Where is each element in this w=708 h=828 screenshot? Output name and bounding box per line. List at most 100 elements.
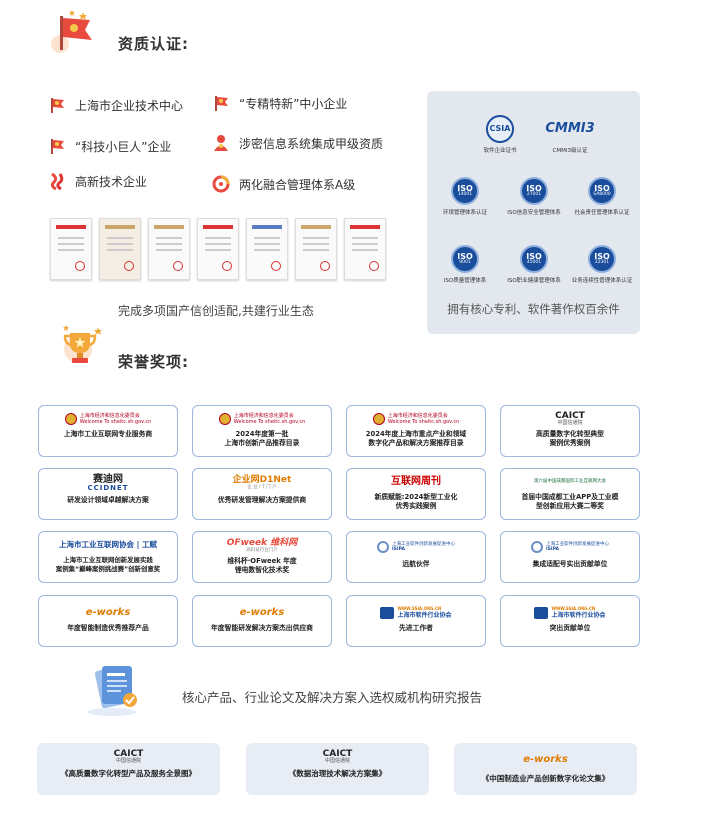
cert-csia: CSIA 软件企业证书: [465, 115, 535, 154]
cert-label: CMMI3级认证: [552, 148, 588, 154]
qual-item-label: 涉密信息系统集成甲级资质: [239, 136, 384, 151]
certificate-image: [99, 218, 141, 280]
d1net-logo-icon: 企业网D1Net: [232, 475, 292, 486]
report-title: 《数据治理技术解决方案集》: [288, 769, 387, 778]
award-text: 优秀研发管理解决方案提供商: [217, 496, 307, 504]
csia-badge-icon: CSIA: [486, 115, 514, 143]
cmmi-logo-icon: CMMI3: [545, 121, 595, 136]
certificate-gallery: [50, 218, 386, 280]
award-card: OFweek 维科网高科技行业门户 维科杯·OFweek 年度 锂电数智化技术奖: [192, 531, 332, 583]
flag-icon: [212, 94, 230, 112]
ccidnet-logo-icon: 赛迪网: [93, 474, 123, 486]
award-text: 新质赋能:2024新型工业化 优秀实践案例: [374, 493, 458, 511]
award-text: 高质量数字化转型典型 案例优秀案例: [536, 430, 604, 448]
award-text: 集成适配号实出贡献单位: [532, 560, 608, 568]
award-text: 研发设计领域卓越解决方案: [67, 496, 149, 504]
award-card: e-works 年度智能制造优秀推荐产品: [38, 595, 178, 647]
cert-label: ISO信息安全管理体系: [507, 210, 561, 216]
cert-label: ISO职业健康管理体系: [507, 278, 561, 284]
honors-title: 荣誉奖项:: [118, 353, 189, 371]
qual-item-high-tech: 高新技术企业: [48, 172, 147, 190]
qual-item-two-integration: 两化融合管理体系A级: [212, 175, 355, 193]
qual-item-specialized: “专精特新”中小企业: [212, 94, 347, 112]
report-title: 《中国制造业产品创新数字化论文集》: [481, 774, 610, 783]
swirl-icon: [212, 175, 230, 193]
person-icon: [212, 134, 230, 152]
cert-label: 社会责任管理体系认证: [574, 210, 630, 216]
qual-item-classified-integration: 涉密信息系统集成甲级资质: [212, 134, 383, 152]
reports-caption: 核心产品、行业论文及解决方案入选权威机构研究报告: [182, 690, 483, 705]
award-text: 上海市工业互联网专业服务商: [63, 430, 153, 438]
eworks-logo-icon: e-works: [239, 607, 285, 619]
award-text: 年度智能研发解决方案杰出供应商: [211, 624, 313, 632]
certificate-image: [344, 218, 386, 280]
eworks-logo-icon: e-works: [523, 754, 568, 765]
flag-icon: [48, 96, 66, 114]
award-text: 突出贡献单位: [549, 624, 591, 632]
ribbon-icon: [48, 172, 66, 190]
qualification-caption: 完成多项国产信创适配,共建行业生态: [118, 304, 314, 318]
award-text: 2024年度上海市重点产业和领域 数字化产品和解决方案推荐目录: [365, 430, 467, 448]
eworks-logo-icon: e-works: [85, 607, 131, 619]
award-card: e-works 年度智能研发解决方案杰出供应商: [192, 595, 332, 647]
cert-label: 环境管理体系认证: [442, 210, 487, 216]
report-title: 《高质量数字化转型产品及服务全景图》: [61, 769, 196, 778]
award-text: 维科杯·OFweek 年度 锂电数智化技术奖: [227, 557, 297, 575]
cert-label: ISO质量管理体系: [443, 278, 487, 284]
flag-icon: [48, 137, 66, 155]
qual-item-label: 两化融合管理体系A级: [239, 177, 356, 192]
qual-item-label: 高新技术企业: [75, 174, 148, 189]
qual-item-label: “科技小巨人”企业: [75, 139, 172, 154]
qual-item-tech-center: 上海市企业技术中心: [48, 96, 183, 114]
certificate-image: [50, 218, 92, 280]
certificate-image: [148, 218, 190, 280]
internet-weekly-logo-icon: 互联网周刊: [391, 476, 441, 488]
award-card: 上海市工业互联网协会 | 工赋 上海市工业互联网创新发展实践 案例集“巅峰案例挑…: [38, 531, 178, 583]
award-card: 第六届中国成都国际工业互联网大会 首届中国成都工业APP及工业模 型创新应用大赛…: [500, 468, 640, 520]
qualification-title: 资质认证:: [118, 35, 189, 53]
qual-item-label: 上海市企业技术中心: [75, 98, 184, 113]
qualification-flag-icon: [50, 10, 98, 54]
award-text: 上海市工业互联网创新发展实践 案例集“巅峰案例挑战赛”创新创意奖: [55, 556, 161, 573]
award-text: 年度智能制造优秀推荐产品: [67, 624, 149, 632]
chengdu-conference-logo-icon: 第六届中国成都国际工业互联网大会: [534, 478, 606, 484]
cert-label: 软件企业证书: [483, 148, 517, 154]
qual-item-little-giant: “科技小巨人”企业: [48, 137, 171, 155]
award-text: 首届中国成都工业APP及工业模 型创新应用大赛二等奖: [521, 493, 619, 511]
report-card: e-works 《中国制造业产品创新数字化论文集》: [454, 743, 637, 795]
ofweek-logo-icon: OFweek 维科网: [226, 538, 298, 549]
report-documents-icon: [84, 660, 144, 718]
certificate-image: [197, 218, 239, 280]
